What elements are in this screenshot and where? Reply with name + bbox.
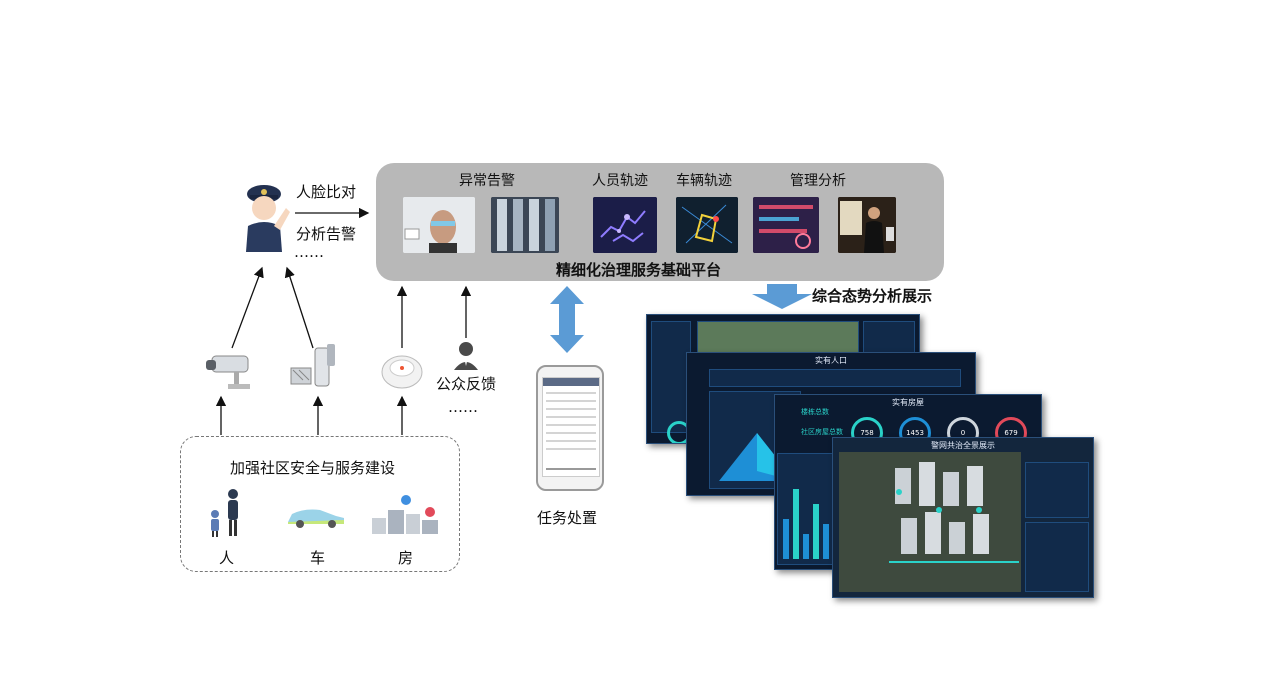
buildings-icon (368, 494, 442, 536)
dashboard-screen-4: 警网共治全景展示 (832, 437, 1094, 598)
community-item-people: 人 (219, 549, 235, 567)
bar-0 (783, 519, 789, 559)
platform-title: 精细化治理服务基础平台 (556, 261, 722, 279)
person-avatar-icon (453, 340, 479, 370)
cctv-camera-icon (206, 350, 258, 392)
face-ellipsis: …… (294, 243, 324, 261)
barrier-gate-icon (289, 342, 339, 392)
face-compare-label: 人脸比对 (296, 183, 357, 201)
family-people-icon (205, 488, 245, 538)
task-handle-label: 任务处置 (537, 509, 598, 527)
arrow-gate-to-police (284, 266, 314, 349)
caption-manage-analysis: 管理分析 (790, 173, 846, 189)
bar-2 (803, 534, 809, 559)
car-icon (284, 506, 348, 528)
community-item-car: 车 (310, 549, 326, 567)
face-recognition-thumb (403, 197, 475, 253)
phone-screen (542, 377, 600, 477)
manage-analysis-thumb (753, 197, 819, 253)
public-ellipsis: …… (448, 398, 478, 416)
bar-4 (823, 524, 829, 559)
alert-surveillance-thumb (491, 197, 559, 253)
community-title: 加强社区安全与服务建设 (230, 459, 396, 477)
dashboard-title-panorama: 警网共治全景展示 (931, 441, 995, 450)
double-arrow-platform-phone (550, 286, 584, 353)
analysis-display-label: 综合态势分析展示 (812, 287, 933, 305)
smoke-sensor-icon (380, 350, 424, 390)
dashboard-title-population: 实有人口 (815, 356, 847, 365)
people-track-thumb (593, 197, 657, 253)
analysis-alert-label: 分析告警 (296, 225, 357, 243)
caption-people-track: 人员轨迹 (592, 173, 648, 189)
community-box (180, 436, 460, 572)
community-item-house: 房 (398, 549, 414, 567)
caption-vehicle-track: 车辆轨迹 (676, 173, 732, 189)
bar-3 (813, 504, 819, 559)
arrow-camera-to-police (231, 266, 264, 349)
mobile-phone-icon (536, 365, 604, 491)
stat-building-total: 楼栋总数 (801, 408, 829, 416)
bar-1 (793, 489, 799, 559)
vehicle-track-thumb (676, 197, 738, 253)
police-officer-icon (236, 178, 292, 252)
stat-house-total: 社区房屋总数 (801, 428, 843, 436)
manage-meeting-thumb (838, 197, 896, 253)
public-feedback-label: 公众反馈 (436, 375, 497, 393)
dashboard-title-housing: 实有房屋 (892, 398, 924, 407)
arrow-to-dashboards (752, 284, 812, 309)
caption-alert: 异常告警 (459, 173, 515, 189)
